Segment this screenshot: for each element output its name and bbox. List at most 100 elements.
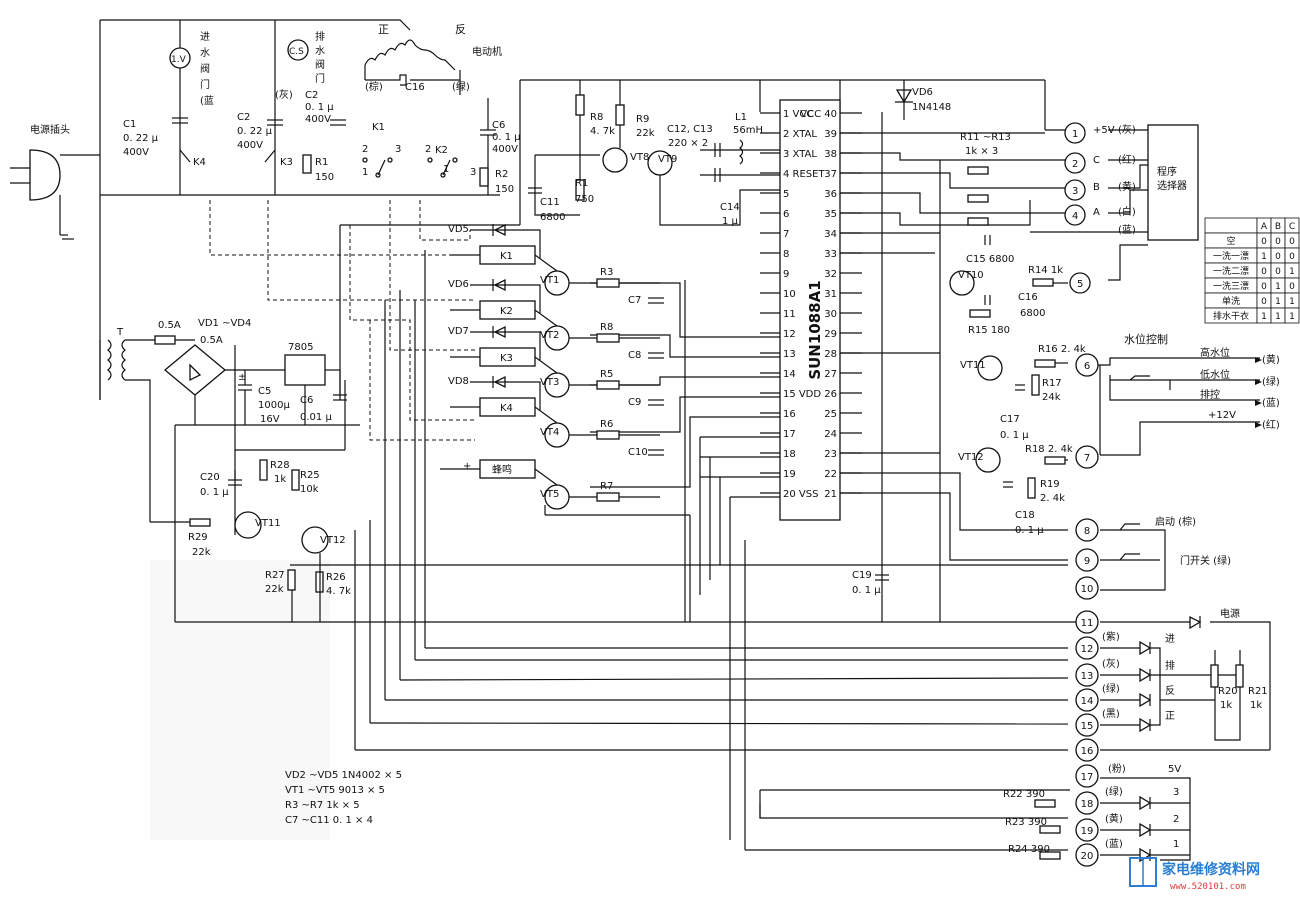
connector-circle <box>1075 791 1099 815</box>
r9-value: 22k <box>636 128 655 139</box>
c16-value: 6800 <box>1020 308 1045 319</box>
connector-number: 10 <box>1081 584 1094 595</box>
motor-rev: 反 <box>455 23 466 36</box>
relay-dashed-links <box>209 200 501 441</box>
led-number: 3 <box>1173 787 1179 798</box>
led-wire-color: (黄) <box>1105 812 1123 825</box>
r27-value: 22k <box>265 584 284 595</box>
drain-valve-lamp: C.S <box>289 47 304 57</box>
label-line: 400V <box>305 114 331 125</box>
chip-pin-left: 8 <box>783 249 789 260</box>
connector-circle <box>1075 818 1099 842</box>
r21-value: 1k <box>1250 700 1262 711</box>
water-title: 水位控制 <box>1124 332 1168 346</box>
selector-signal: +5V <box>1093 125 1115 136</box>
connector-number: 17 <box>1081 772 1094 783</box>
led-wire-color: (紫) <box>1102 631 1120 643</box>
bridge-rectifier: VD1 ~VD4 0.5A <box>163 318 285 425</box>
selector-pin-number: 4 <box>1072 211 1078 222</box>
resistor-label: R5 <box>600 369 613 380</box>
label-line: 排 <box>315 30 325 43</box>
motor-label: 电动机 <box>472 45 502 58</box>
c14-value: 1 μ <box>722 216 739 227</box>
fuse-label: 0.5A <box>158 320 181 331</box>
water-12v: +12V <box>1208 410 1236 421</box>
cap-label: C7 <box>628 295 641 306</box>
table-text: 0 <box>1275 252 1281 262</box>
inlet-valve-lamp: 1.V <box>171 55 187 65</box>
led-name: 反 <box>1165 685 1175 697</box>
table-text: 1 <box>1275 312 1281 322</box>
c20-label: C20 <box>200 472 220 483</box>
water-level-control: 水位控制 高水位 低水位 排控 +12V (黄)(绿)(蓝)(红) VT11 R… <box>958 332 1280 536</box>
chip-name: SUN1088A1 <box>806 280 824 379</box>
relay-label: K2 <box>500 306 513 317</box>
table-text: A <box>1261 222 1268 232</box>
switch-pin-number: 1 <box>443 164 449 175</box>
led-name: 正 <box>1165 711 1175 722</box>
water-color-labels: (黄)(绿)(蓝)(红) <box>1255 353 1280 431</box>
c14-label: C14 <box>720 202 740 213</box>
selector-pin-circle <box>1064 204 1086 226</box>
table-text: 一洗二漂 <box>1213 265 1249 277</box>
c17-label: C17 <box>1000 414 1020 425</box>
diode-wire <box>470 284 541 313</box>
chip-pin-left: 5 <box>783 189 789 200</box>
r20-label: R20 <box>1218 686 1238 697</box>
c16-top-label: C16 <box>405 82 425 93</box>
collector-wire <box>534 254 558 272</box>
resistor-label: R3 <box>600 267 613 278</box>
chip-pin-right: 29 <box>824 329 837 340</box>
r14-label: R14 1k <box>1028 265 1063 276</box>
connector-number: 13 <box>1081 671 1094 682</box>
chip-pin-right: 22 <box>824 469 837 480</box>
led-name: 排 <box>1165 659 1175 672</box>
led-wire-color: (绿) <box>1102 682 1120 695</box>
table-text: 1 <box>1261 252 1267 262</box>
label-line: 0. 22 μ <box>237 126 273 137</box>
chip-pin-right: 34 <box>824 229 837 240</box>
bridge-rating: 0.5A <box>200 335 223 346</box>
r17-value: 24k <box>1042 392 1061 403</box>
r9-label: R9 <box>636 114 649 125</box>
connector-circle <box>1075 764 1099 788</box>
bom-line: C7 ~C11 0. 1 × 4 <box>285 815 373 826</box>
chip-pin-left: 2 XTAL <box>783 129 817 140</box>
watermark-site: 家电维修资料网 <box>1162 861 1260 878</box>
selector-pin-circle <box>1064 152 1086 174</box>
cap-label: C8 <box>628 350 641 361</box>
chip-pin-left: 17 <box>783 429 796 440</box>
water-wire-color: (红) <box>1262 418 1280 431</box>
connector-circle <box>1075 576 1099 600</box>
diode-label: VD7 <box>448 326 469 337</box>
transistor-label: VT5 <box>540 489 559 500</box>
motor-fwd: 正 <box>378 23 389 36</box>
chip-pin-left: 12 <box>783 329 796 340</box>
label-line: 进 <box>200 31 210 43</box>
label-line: 程序 <box>1157 165 1177 178</box>
table-text: C <box>1289 222 1295 232</box>
c5-label: C5 <box>258 386 271 397</box>
r27-label: R27 <box>265 570 285 581</box>
vt10-label: VT10 <box>958 270 984 281</box>
ghost-text <box>150 560 330 840</box>
vd6-label: VD6 <box>912 87 933 98</box>
relay-label: K3 <box>500 353 513 364</box>
label-line: 选择器 <box>1157 179 1187 192</box>
connector-circle <box>1075 445 1099 469</box>
c16-label: C16 <box>1018 292 1038 303</box>
connector-circle <box>1075 636 1099 660</box>
label-line: 阀 <box>200 62 210 75</box>
c17-value: 0. 1 μ <box>1000 430 1029 441</box>
resistor-symbol <box>596 380 620 390</box>
chip-pin-left: 15 <box>783 389 796 400</box>
chip-pin-right: 38 <box>824 149 837 160</box>
led-wire-color: (蓝) <box>1105 838 1123 850</box>
switch-pin-number: 1 <box>362 167 368 178</box>
